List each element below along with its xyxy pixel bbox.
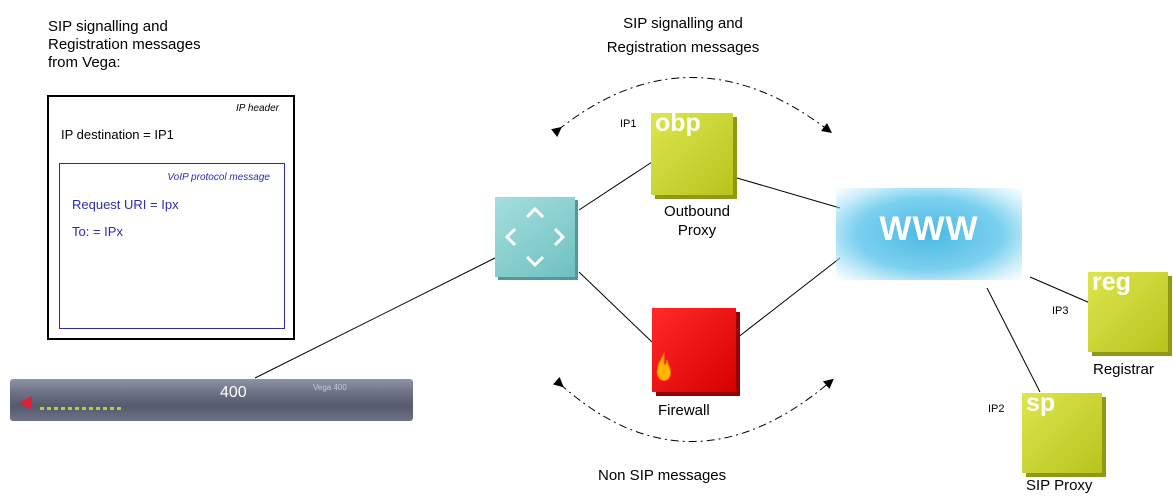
outbound-proxy-ip: IP1: [620, 118, 637, 130]
bottom-message-arrow: [552, 376, 834, 442]
outbound-proxy-cube-icon: obp: [651, 109, 733, 195]
firewall-cube-icon: [652, 308, 736, 392]
voip-message-box: VoIP protocol message Request URI = Ipx …: [59, 163, 285, 329]
bottom-caption: Non SIP messages: [598, 467, 727, 484]
link-www-sipproxy: [986, 287, 1041, 393]
sip-proxy-cube-icon: sp: [1022, 389, 1102, 473]
vega-arrow-icon: [19, 396, 32, 410]
flame-icon: [656, 352, 672, 381]
registrar-cube-label: reg: [1092, 268, 1131, 296]
sip-proxy-ip: IP2: [988, 403, 1005, 415]
top-message-arrow: [550, 77, 832, 138]
outbound-proxy-caption-line2: Proxy: [677, 222, 717, 239]
vega-leds: [40, 407, 124, 410]
internet-cloud: WWW: [836, 188, 1022, 280]
link-firewall-www: [736, 257, 841, 339]
outbound-proxy-cube-label: obp: [655, 109, 701, 137]
internet-label: WWW: [879, 210, 979, 248]
ip-header-label: IP header: [236, 103, 279, 114]
outbound-proxy-caption-line1: Outbound: [664, 203, 730, 220]
to-field-text: To: = IPx: [72, 224, 123, 239]
sip-proxy-caption: SIP Proxy: [1026, 477, 1093, 494]
sip-proxy-cube-label: sp: [1026, 389, 1056, 417]
link-router-firewall: [578, 271, 653, 343]
link-proxy-www: [736, 177, 841, 209]
ip-destination-text: IP destination = IP1: [61, 127, 174, 142]
link-www-registrar: [1029, 276, 1091, 304]
link-vega-router: [254, 257, 496, 379]
top-caption: SIP signalling and Registration messages: [606, 15, 760, 56]
voip-message-label: VoIP protocol message: [167, 172, 270, 183]
vega-gateway-device: 400 Vega 400: [10, 379, 413, 421]
router-icon: [495, 197, 575, 277]
vega-model-label: 400: [220, 384, 247, 401]
registrar-caption: Registrar: [1093, 361, 1154, 378]
packet-title: SIP signalling and Registration messages…: [48, 18, 201, 71]
router-arrows-icon: [504, 206, 566, 268]
request-uri-text: Request URI = Ipx: [72, 197, 179, 212]
vega-small-label: Vega 400: [313, 383, 347, 392]
registrar-cube-icon: reg: [1088, 268, 1168, 352]
registrar-ip: IP3: [1052, 305, 1069, 317]
link-router-proxy: [578, 161, 653, 211]
packet-diagram: IP header IP destination = IP1 VoIP prot…: [47, 95, 295, 340]
firewall-caption: Firewall: [658, 402, 710, 419]
